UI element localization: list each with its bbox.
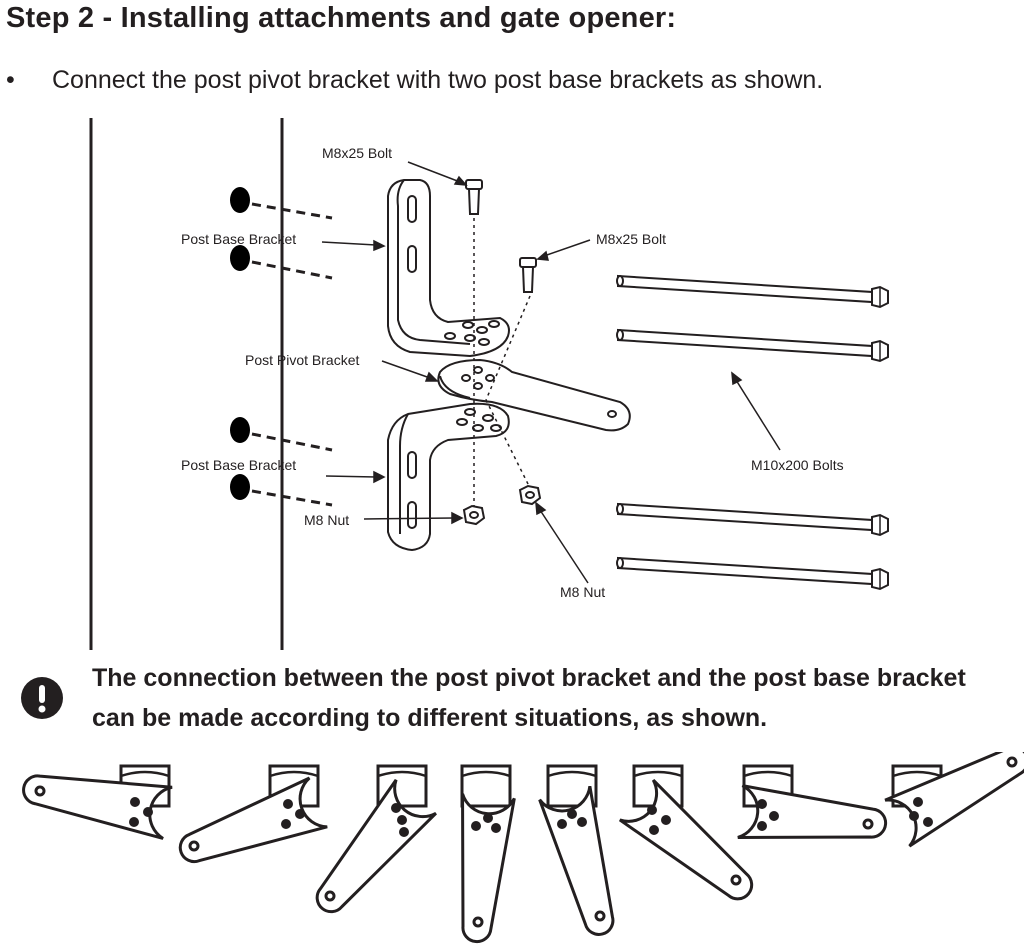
- label-bolt-top: M8x25 Bolt: [322, 145, 392, 161]
- variant-7: [737, 764, 888, 839]
- leader-lines: [321, 161, 781, 584]
- variant-8: [884, 752, 1024, 848]
- post-holes: [230, 187, 333, 507]
- m8x25-bolt-top: [465, 179, 483, 215]
- note-text: The connection between the post pivot br…: [92, 664, 966, 732]
- instruction-bullet: • Connect the post pivot bracket with two…: [6, 66, 823, 95]
- label-bolt-side: M8x25 Bolt: [596, 231, 666, 247]
- bracket-variants: [22, 752, 1024, 944]
- post-pivot-bracket: [437, 358, 631, 432]
- label-nut-right: M8 Nut: [560, 584, 605, 600]
- m8-nut-left: [462, 504, 486, 526]
- long-bolt-1: [616, 275, 889, 308]
- label-post-base-bracket-upper: Post Base Bracket: [181, 231, 296, 247]
- long-bolt-3: [616, 503, 889, 536]
- long-bolt-4: [616, 557, 889, 590]
- m8x25-bolt-side: [519, 257, 537, 293]
- page-title: Step 2 - Installing attachments and gate…: [6, 2, 677, 34]
- post-base-bracket-lower: [387, 402, 510, 552]
- label-post-pivot-bracket: Post Pivot Bracket: [245, 352, 359, 368]
- m10x200-bolts: [616, 275, 889, 590]
- label-long-bolts: M10x200 Bolts: [751, 457, 844, 473]
- instruction-text: Connect the post pivot bracket with two …: [52, 66, 824, 94]
- assembly-diagram: M8x25 Bolt M8x25 Bolt Post Base Bracket …: [89, 118, 889, 650]
- variant-2: [178, 764, 328, 864]
- alignment-lines: [473, 218, 531, 508]
- bullet-marker: •: [6, 66, 15, 94]
- post-base-bracket-upper: [387, 179, 510, 358]
- variant-1: [22, 764, 173, 840]
- variant-5: [538, 764, 615, 936]
- exclamation-circle-icon: [21, 677, 63, 719]
- variant-6: [618, 764, 754, 901]
- variant-3: [315, 764, 437, 914]
- long-bolt-2: [616, 329, 889, 362]
- label-nut-left: M8 Nut: [304, 512, 349, 528]
- m8-nut-right: [518, 484, 542, 506]
- label-post-base-bracket-lower: Post Base Bracket: [181, 457, 296, 473]
- variant-4: [460, 764, 516, 944]
